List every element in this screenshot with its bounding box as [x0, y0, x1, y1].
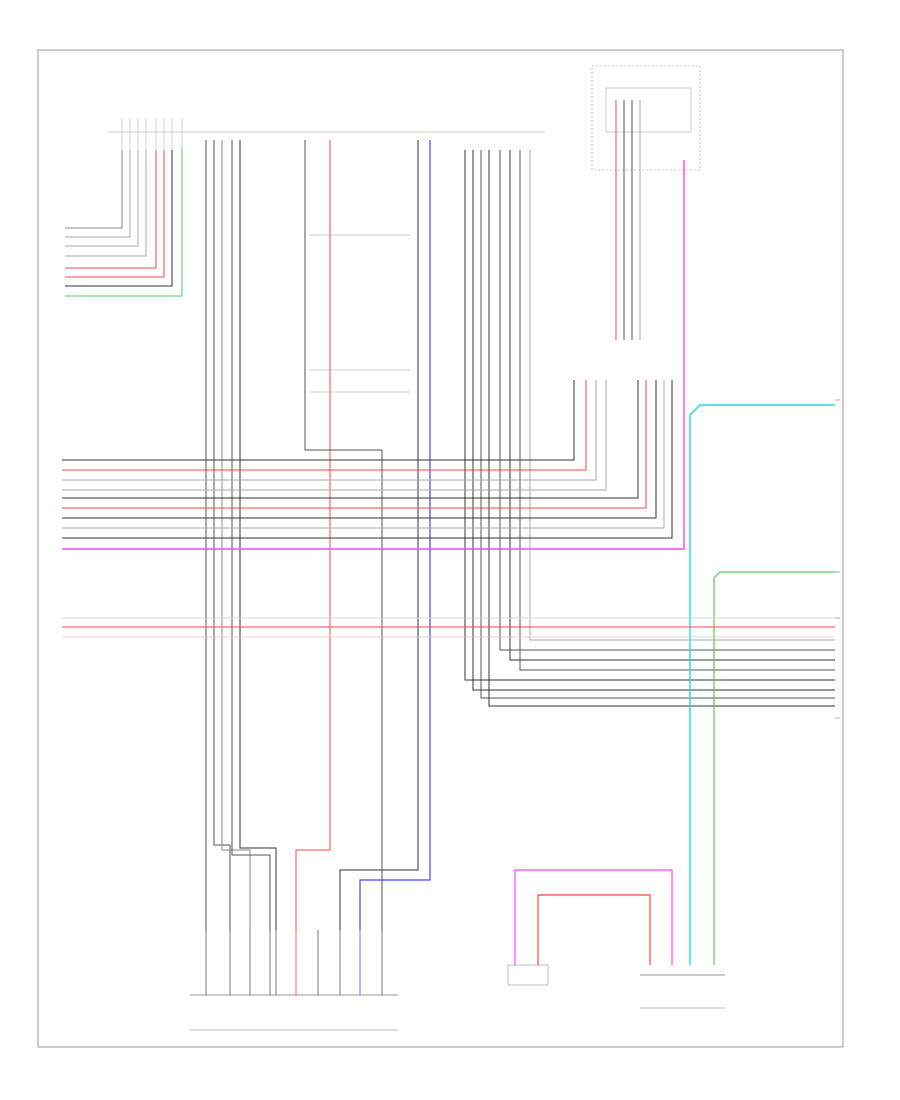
- right-edge-terminals: [835, 399, 840, 719]
- bottom-left-pin-stubs: [205, 930, 383, 995]
- top-right-module: [591, 65, 701, 171]
- wire-group-top-right: [615, 100, 641, 340]
- wire-blue: [359, 140, 431, 930]
- wire-black-right-of-center: [339, 140, 419, 930]
- bottom-right-component: [640, 974, 725, 1009]
- bottom-mid-component: [507, 869, 673, 986]
- bottom-left-connector: [190, 994, 398, 1031]
- wire-cyan: [689, 404, 835, 965]
- wire-band-horizontal: [62, 160, 685, 550]
- wire-gray-center: [304, 140, 383, 930]
- center-splice-boxes: [310, 234, 410, 393]
- wire-group-top-left: [65, 145, 183, 297]
- wire-red-center: [295, 140, 331, 930]
- wire-green-right: [713, 571, 835, 965]
- diagram-frame: [37, 49, 844, 1048]
- top-pin-stubs: [121, 118, 183, 150]
